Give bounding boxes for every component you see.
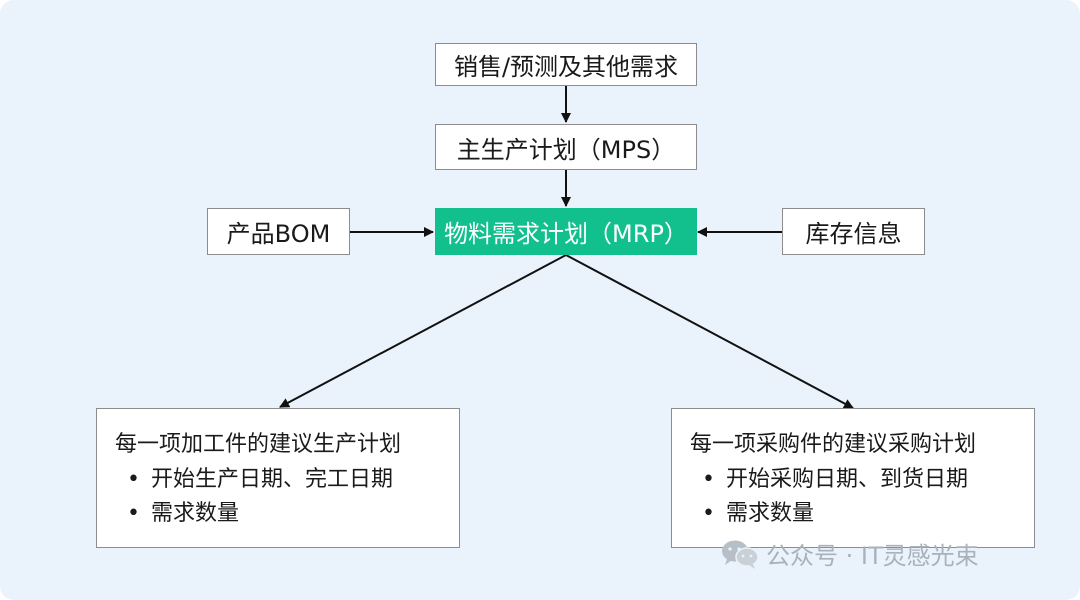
- bom-node-label: 产品BOM: [226, 220, 331, 248]
- mrp-node-label: 物料需求计划（MRP）: [444, 220, 688, 248]
- mps-node: 主生产计划（MPS）: [435, 124, 697, 170]
- production-plan-box: 每一项加工件的建议生产计划 • 开始生产日期、完工日期 • 需求数量: [96, 408, 460, 548]
- watermark-text: 公众号 · IT灵感光束: [766, 542, 979, 570]
- purchase-plan-box: 每一项采购件的建议采购计划 • 开始采购日期、到货日期 • 需求数量: [671, 408, 1035, 548]
- watermark: 公众号 · IT灵感光束: [720, 536, 979, 571]
- list-item: • 需求数量: [115, 497, 459, 531]
- bom-node: 产品BOM: [207, 208, 350, 255]
- bullet-icon: •: [127, 467, 140, 492]
- demand-node-label: 销售/预测及其他需求: [453, 53, 679, 81]
- purchase-bullet-dates: 开始采购日期、到货日期: [726, 467, 969, 492]
- list-item: • 需求数量: [690, 497, 1034, 531]
- inventory-node-label: 库存信息: [805, 220, 902, 248]
- bullet-icon: •: [702, 467, 715, 492]
- purchase-plan-list: • 开始采购日期、到货日期 • 需求数量: [690, 463, 1034, 531]
- purchase-plan-heading: 每一项采购件的建议采购计划: [690, 432, 977, 457]
- bullet-icon: •: [127, 501, 140, 526]
- demand-node: 销售/预测及其他需求: [435, 43, 697, 86]
- wechat-icon: [722, 540, 759, 569]
- production-bullet-dates: 开始生产日期、完工日期: [151, 467, 394, 492]
- arrow-mrp-to-production: [279, 254, 567, 408]
- list-item: • 开始采购日期、到货日期: [690, 463, 1034, 497]
- production-bullet-quantity: 需求数量: [151, 501, 240, 526]
- production-plan-heading: 每一项加工件的建议生产计划: [115, 432, 402, 457]
- inventory-node: 库存信息: [782, 208, 925, 255]
- production-plan-list: • 开始生产日期、完工日期 • 需求数量: [115, 463, 459, 531]
- mps-node-label: 主生产计划（MPS）: [456, 135, 676, 164]
- purchase-bullet-quantity: 需求数量: [726, 501, 815, 526]
- bullet-icon: •: [702, 501, 715, 526]
- list-item: • 开始生产日期、完工日期: [115, 463, 459, 497]
- mrp-node: 物料需求计划（MRP）: [435, 208, 697, 255]
- arrow-mrp-to-purchase: [565, 254, 854, 409]
